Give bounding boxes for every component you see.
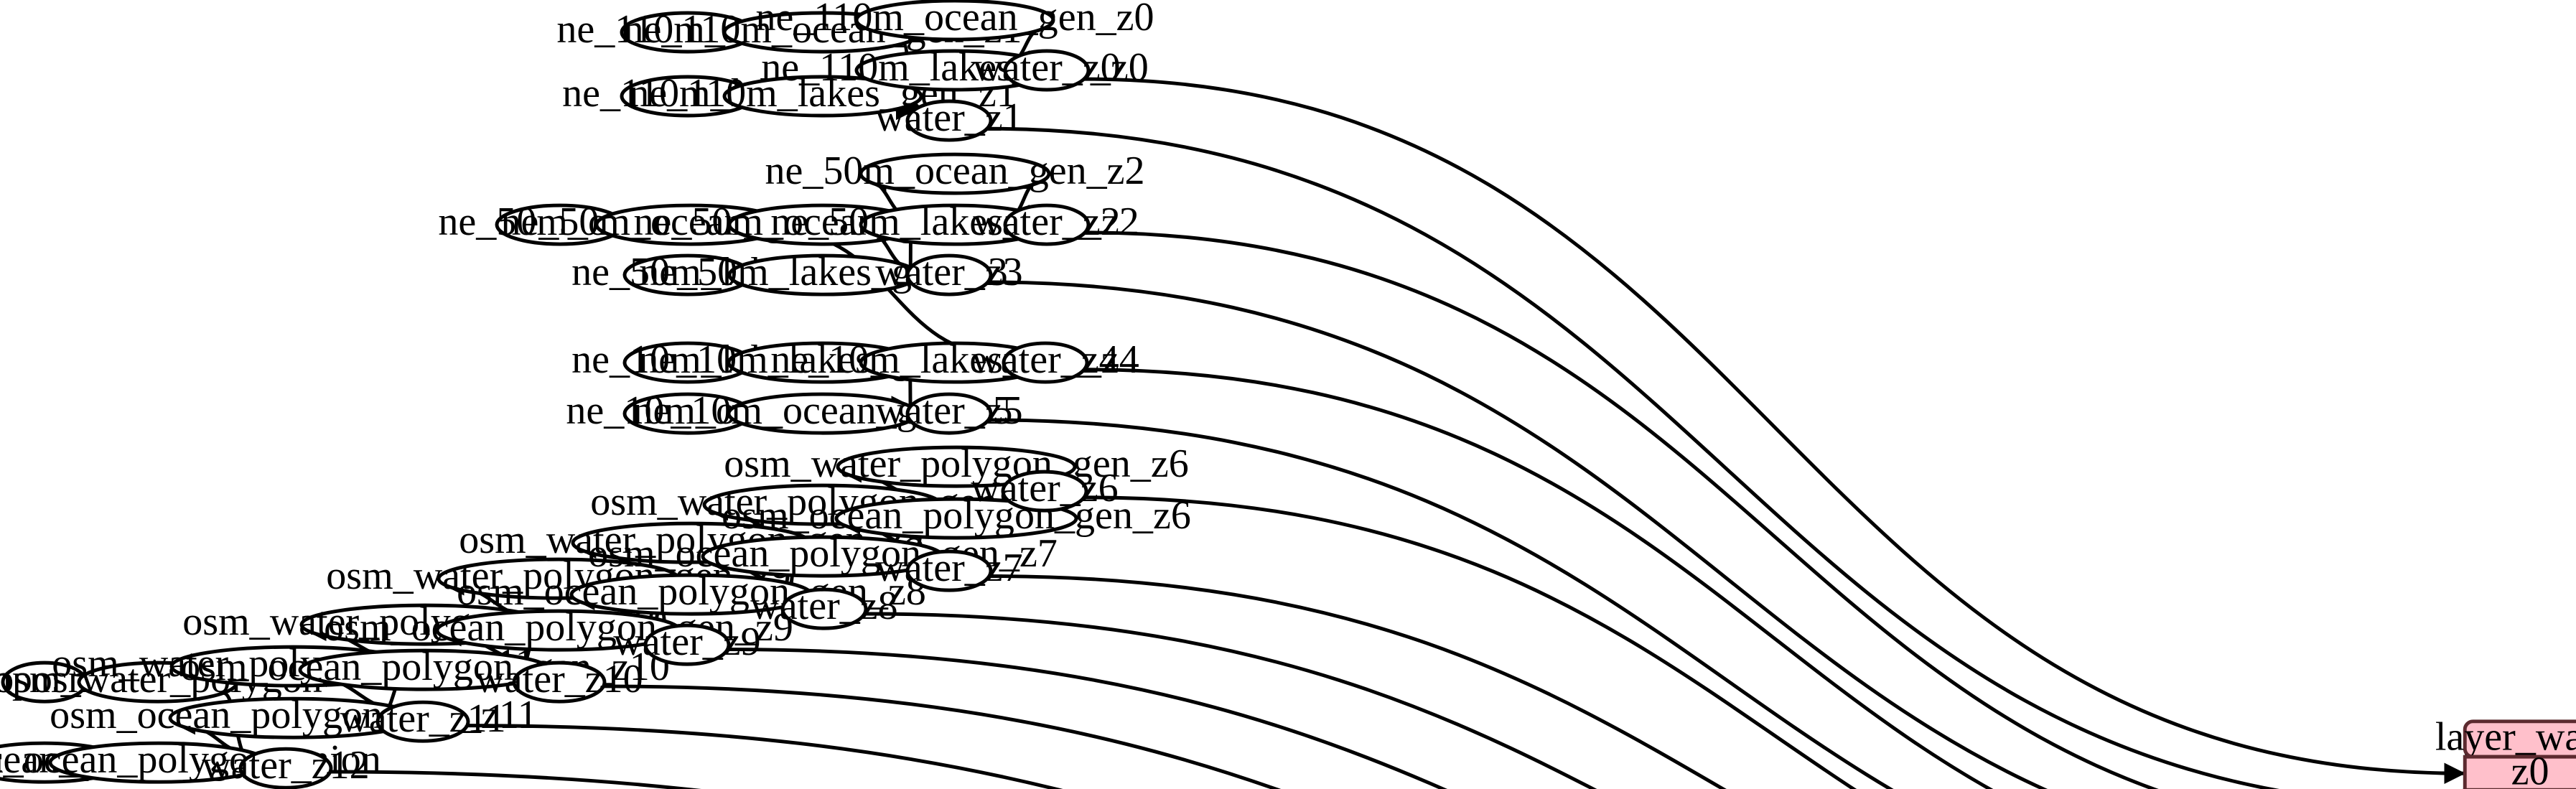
node-layer: imposm3osm_water_polygonosm_ocean_polygo…: [0, 0, 1191, 789]
node-label: water_z11: [340, 696, 505, 741]
node-ellipse: [512, 660, 607, 704]
node-label: water_z2: [973, 200, 1120, 244]
node-water_z1[interactable]: water_z1: [875, 95, 1023, 142]
node-ellipse: [905, 99, 993, 142]
node-ellipse: [905, 549, 993, 592]
node-osm_ocean_polygon_gen_z9[interactable]: osm_ocean_polygon_gen_z9: [324, 605, 793, 652]
node-label: water_z0: [973, 45, 1120, 90]
table-row-label-z0: z0: [2511, 749, 2549, 789]
edge-water_z11-to-table-z11: [467, 724, 1063, 789]
node-water_z3[interactable]: water_z3: [875, 250, 1023, 297]
node-label: water_z8: [750, 584, 897, 628]
node-label: water_z6: [971, 466, 1118, 510]
node-ellipse: [1002, 341, 1089, 384]
edge-water_z3-to-table-z3: [987, 280, 2048, 789]
node-ellipse: [1003, 203, 1091, 246]
edge-water_z9-to-table-z9: [727, 648, 1447, 789]
node-water_z5[interactable]: water_z5: [875, 388, 1023, 435]
edge-water_z5-to-table-z5: [988, 418, 1894, 789]
node-water_z9[interactable]: water_z9: [613, 620, 761, 666]
node-ne_50m_ocean_gen_z2[interactable]: ne_50m_ocean_gen_z2: [765, 149, 1145, 195]
edge-water_z7-to-table-z7: [989, 574, 1727, 789]
node-label: water_z5: [875, 388, 1022, 433]
node-water_z4[interactable]: water_z4: [971, 337, 1119, 384]
node-label: water_z3: [875, 250, 1022, 294]
node-ellipse: [1001, 470, 1088, 513]
node-ellipse: [643, 623, 731, 666]
edge-water_z6-to-table-z6: [1083, 495, 1857, 789]
node-water_z10[interactable]: water_z10: [475, 657, 643, 704]
table-header-label: layer_water: [2435, 715, 2576, 760]
node-ellipse: [905, 253, 993, 297]
node-ne_110m_ocean_gen_z0[interactable]: ne_110m_ocean_gen_z0: [755, 0, 1154, 42]
node-label: ne_50m_ocean_gen_z2: [765, 149, 1144, 193]
node-label: water_z12: [202, 743, 369, 788]
node-ellipse: [859, 152, 1051, 195]
edge-water_z4-to-table-z4: [1084, 368, 1994, 789]
node-ellipse: [854, 0, 1055, 42]
node-label: water_z7: [875, 546, 1022, 590]
node-ellipse: [834, 497, 1078, 540]
node-water_z6[interactable]: water_z6: [971, 466, 1119, 513]
node-label: osm_water_polygon_gen_z6: [724, 442, 1188, 486]
node-label: ne_110m_ocean_gen_z0: [755, 0, 1154, 39]
node-water_z8[interactable]: water_z8: [750, 584, 898, 630]
node-water_z12[interactable]: water_z12: [202, 743, 370, 789]
node-ellipse: [905, 392, 993, 435]
node-label: osm_ocean_polygon_gen_z6: [722, 493, 1191, 538]
node-water_z0[interactable]: water_z0: [973, 45, 1121, 92]
node-osm_ocean_polygon_gen_z6[interactable]: osm_ocean_polygon_gen_z6: [722, 493, 1191, 540]
node-ellipse: [722, 75, 923, 118]
node-label: water_z4: [971, 337, 1119, 382]
layer-water-table: layer_waterz0z1z2z3z4z5z6z7z8z9z10z11z12…: [2435, 715, 2576, 789]
node-label: water_z10: [475, 657, 643, 701]
node-ellipse: [238, 747, 333, 789]
edge-water_z2-to-table-z2: [1085, 230, 2160, 789]
table-row-label-z1: z1: [2511, 783, 2549, 789]
node-water_z11[interactable]: water_z11: [340, 696, 506, 743]
node-ellipse: [780, 587, 868, 630]
table-row-z0[interactable]: [2463, 755, 2576, 789]
node-ellipse: [1003, 49, 1091, 92]
edge-water_z8-to-table-z8: [864, 612, 1597, 789]
edge-water_z1-to-table-z1: [986, 126, 2279, 789]
node-water_z2[interactable]: water_z2: [973, 200, 1121, 246]
node-ellipse: [375, 700, 470, 743]
node-label: water_z1: [875, 95, 1022, 140]
edge-water_z0-to-table-z0: [1083, 77, 2465, 785]
node-water_z7[interactable]: water_z7: [875, 546, 1023, 592]
node-osm_water_polygon_gen_z6[interactable]: osm_water_polygon_gen_z6: [724, 442, 1189, 488]
node-label: water_z9: [613, 620, 760, 664]
edge-water_z10-to-table-z10: [603, 684, 1282, 789]
